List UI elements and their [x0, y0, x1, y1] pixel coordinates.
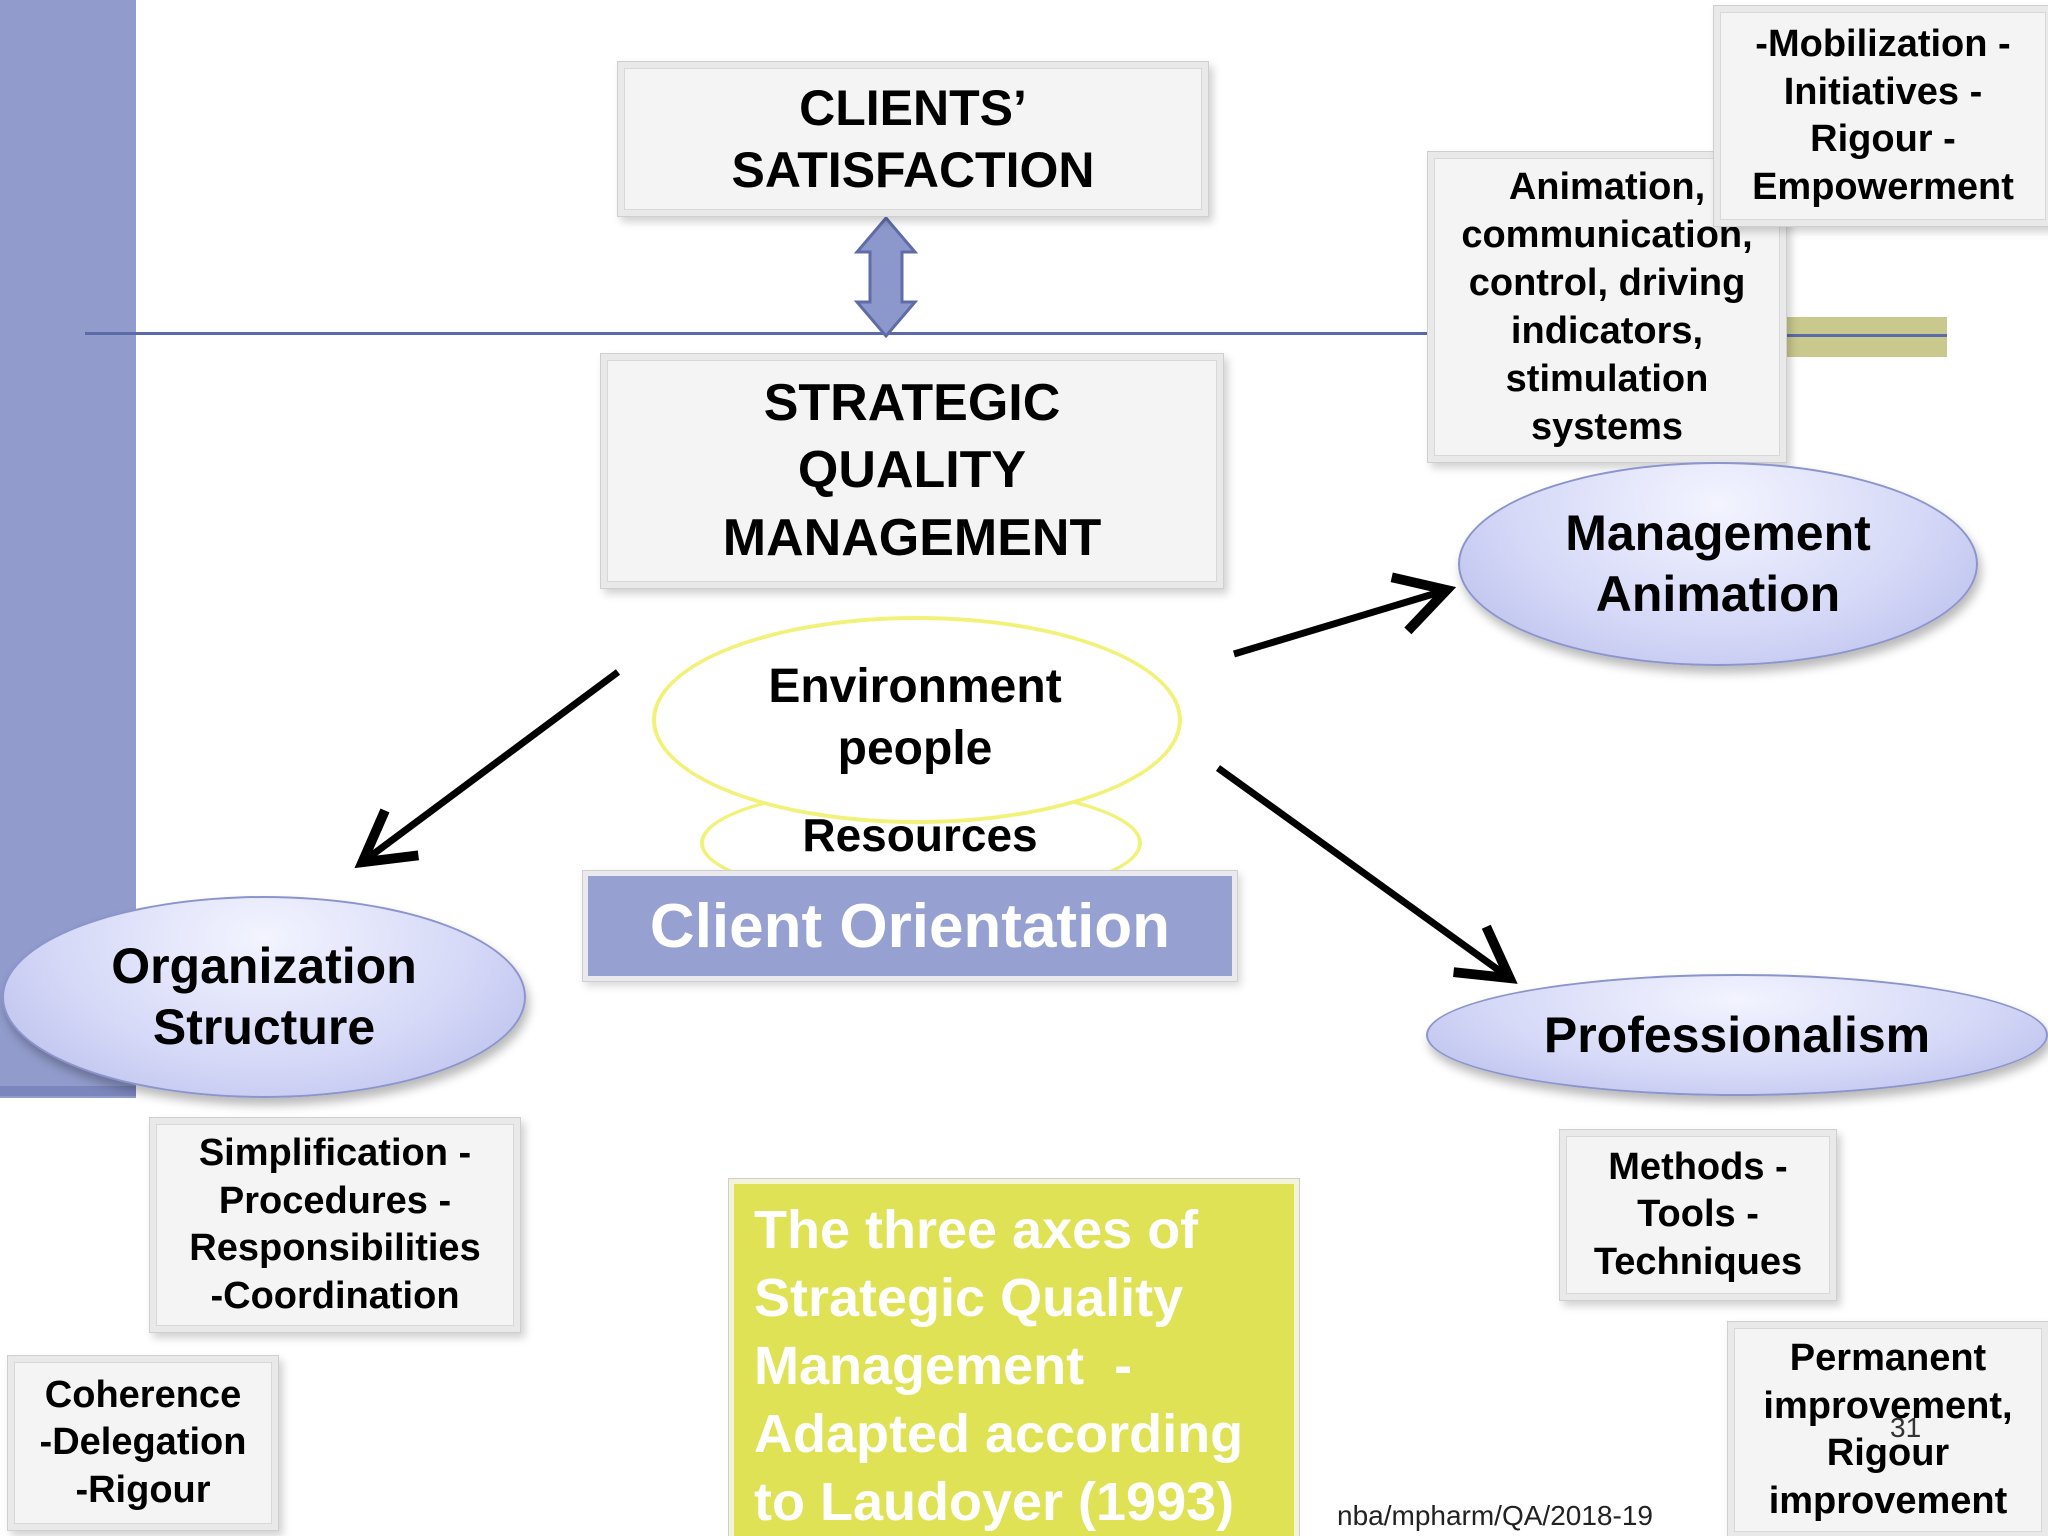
mobilization-line4: Empowerment [1752, 165, 2014, 208]
environment-line2: people [837, 722, 993, 775]
sqm-line1: STRATEGIC [763, 373, 1061, 432]
caption-line3: Management - [754, 1336, 1133, 1396]
simplification-line4: -Coordination [210, 1274, 460, 1317]
left-accent-bar-edge [0, 1086, 136, 1096]
coherence-line3: -Rigour [75, 1468, 211, 1511]
mobilization-note: -Mobilization - Initiatives - Rigour - E… [1720, 12, 2046, 220]
methods-line1: Methods - [1608, 1145, 1788, 1188]
mobilization-line2: Initiatives - [1783, 70, 1983, 113]
management-animation-ellipse: Management Animation [1458, 462, 1978, 666]
animation-line1: Animation, [1508, 166, 1706, 208]
horizontal-divider [85, 332, 1945, 335]
mobilization-line3: Rigour - [1810, 118, 1956, 160]
animation-line3: control, driving [1468, 262, 1746, 304]
caption-note: The three axes of Strategic Quality Mana… [734, 1184, 1294, 1536]
animation-line4: indicators, [1510, 310, 1704, 352]
simplification-line1: Simplification - [198, 1132, 472, 1174]
organization-structure-ellipse: Organization Structure [2, 896, 526, 1098]
clients-satisfaction-box: CLIENTS’ SATISFACTION [624, 68, 1202, 210]
environment-line1: Environment [768, 660, 1062, 713]
caption-line1: The three axes of [754, 1200, 1199, 1260]
simplification-line2: Procedures - [218, 1179, 452, 1222]
double-arrow-icon [853, 215, 919, 339]
environment-ellipse [652, 616, 1182, 824]
animation-line2: communication, [1461, 214, 1753, 256]
caption-line5: to Laudoyer (1993) [754, 1472, 1235, 1532]
coherence-line2: -Delegation [39, 1421, 247, 1464]
management-animation-line2: Animation [1595, 566, 1841, 622]
footer-reference: nba/mpharm/QA/2018-19 [1337, 1500, 1653, 1531]
mobilization-line1: -Mobilization - [1755, 23, 2011, 65]
methods-note: Methods - Tools - Techniques [1566, 1136, 1830, 1294]
permanent-line3: Rigour [1826, 1432, 1950, 1474]
permanent-improvement-note: Permanent improvement, Rigour improvemen… [1734, 1328, 2042, 1532]
coherence-line1: Coherence [44, 1373, 242, 1416]
sqm-line2: QUALITY [797, 441, 1027, 500]
permanent-line2: improvement, [1763, 1384, 2013, 1427]
client-orientation-banner: Client Orientation [588, 876, 1232, 976]
methods-line3: Techniques [1593, 1240, 1803, 1283]
simplification-line3: Responsibilities [189, 1227, 481, 1269]
clients-satisfaction-line1: CLIENTS’ [799, 79, 1027, 136]
olive-accent-block [1785, 317, 1947, 357]
caption-line4: Adapted according [754, 1404, 1244, 1464]
coherence-note: Coherence -Delegation -Rigour [14, 1362, 272, 1524]
animation-line6: systems [1530, 406, 1684, 448]
arrow-to-professionalism [1215, 765, 1518, 984]
sqm-line3: MANAGEMENT [722, 508, 1102, 567]
organization-structure-line2: Structure [152, 999, 376, 1055]
olive-accent-line [1785, 334, 1947, 337]
caption-line2: Strategic Quality [754, 1268, 1184, 1328]
arrow-to-organization [354, 669, 621, 869]
animation-line5: stimulation [1505, 358, 1709, 400]
permanent-line4: improvement [1768, 1479, 2008, 1522]
organization-structure-line1: Organization [111, 938, 417, 994]
page-number: 31 [1890, 1412, 1922, 1443]
professionalism-label: Professionalism [1543, 1006, 1931, 1063]
methods-line2: Tools - [1637, 1193, 1759, 1236]
permanent-line1: Permanent [1789, 1337, 1987, 1379]
simplification-note: Simplification - Procedures - Responsibi… [156, 1124, 514, 1326]
strategic-quality-management-box: STRATEGIC QUALITY MANAGEMENT [607, 360, 1217, 582]
management-animation-line1: Management [1565, 505, 1871, 561]
environment-label: Environment people [652, 656, 1178, 780]
professionalism-ellipse: Professionalism [1426, 974, 2048, 1096]
clients-satisfaction-line2: SATISFACTION [731, 142, 1095, 198]
arrow-to-management [1232, 572, 1457, 658]
